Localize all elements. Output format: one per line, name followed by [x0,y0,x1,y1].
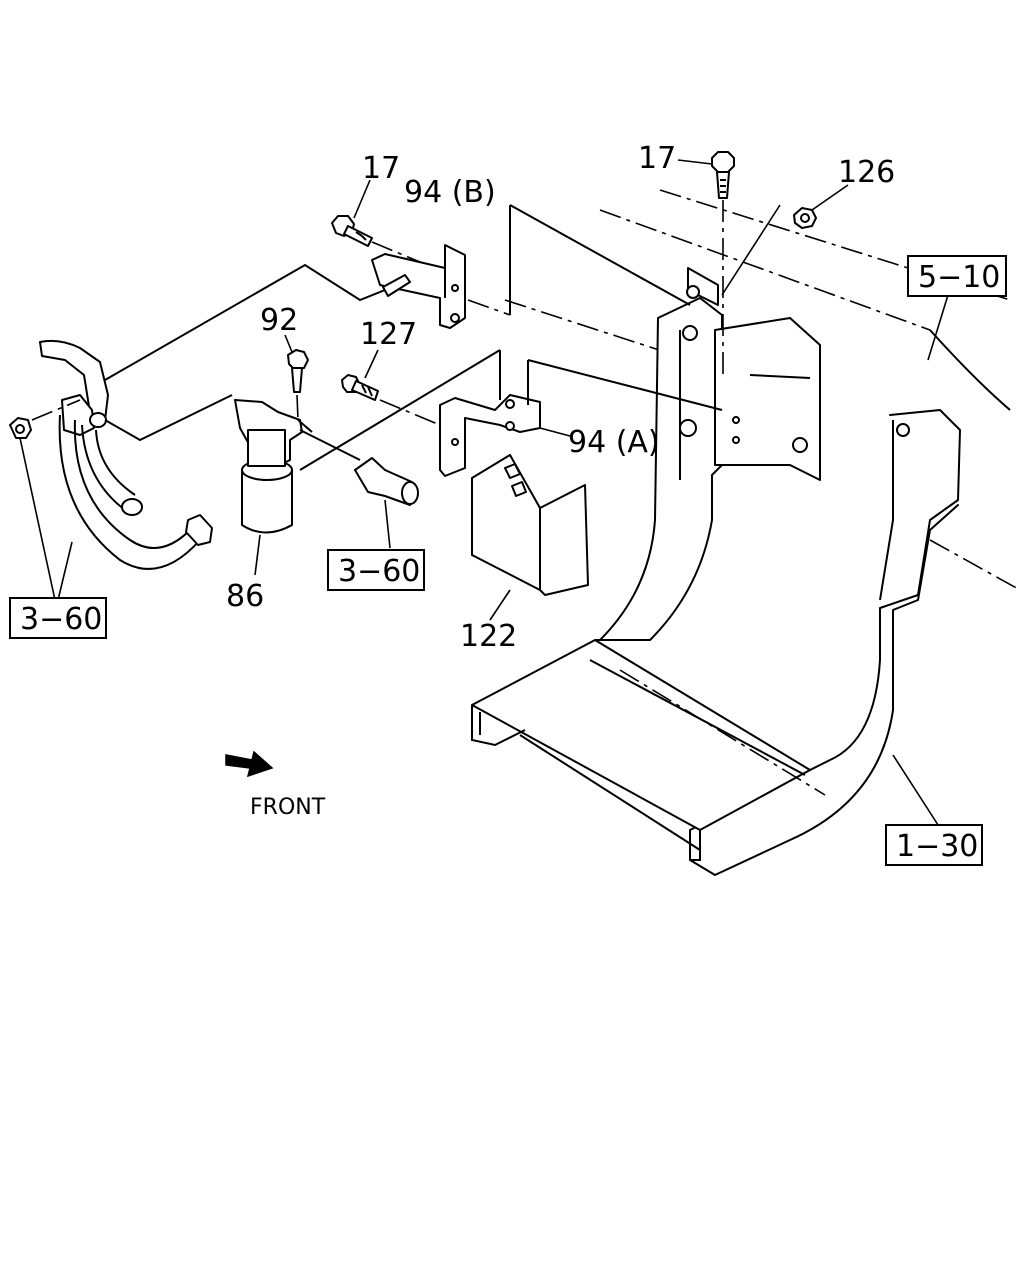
nut-126 [721,184,849,296]
ref-box-1-30[interactable]: 1−30 [885,824,983,866]
callout-17-left: 17 [362,151,400,186]
callout-17-right: 17 [638,141,676,176]
bolt-127 [341,349,441,426]
ref-3-60-mid-label: 3−60 [338,554,420,589]
ref-box-5-10[interactable]: 5−10 [907,255,1007,297]
ref-box-3-60-left[interactable]: 3−60 [9,597,107,639]
front-label: FRONT [250,795,326,820]
bolt-92 [284,334,309,421]
bracket-94a [299,349,723,477]
bolt-17-right [711,151,735,380]
hose-assembly [31,263,386,570]
ref-5-10-label: 5−10 [918,260,1000,295]
callout-127: 127 [360,317,417,352]
cover-122 [471,454,589,621]
ref-3-60-left-label: 3−60 [20,602,102,637]
callout-94b: 94 (B) [404,175,496,210]
ref-box-3-60-mid[interactable]: 3−60 [327,549,425,591]
callout-86: 86 [226,579,264,614]
callout-94a: 94 (A) [568,425,660,460]
leader-1-30 [892,754,941,829]
ref-1-30-label: 1−30 [896,829,978,864]
callout-122: 122 [460,619,517,654]
nut-left [9,417,73,601]
bolt-17-left [331,179,421,297]
bracket-94b [371,204,691,329]
callout-126: 126 [838,155,895,190]
hose-joint [354,457,419,549]
leader-17-right [677,159,713,165]
sensor-86 [234,399,361,576]
leader-5-10 [927,294,949,361]
frame-carrier [471,189,1021,876]
callout-92: 92 [260,303,298,338]
front-arrow-icon [225,750,274,778]
